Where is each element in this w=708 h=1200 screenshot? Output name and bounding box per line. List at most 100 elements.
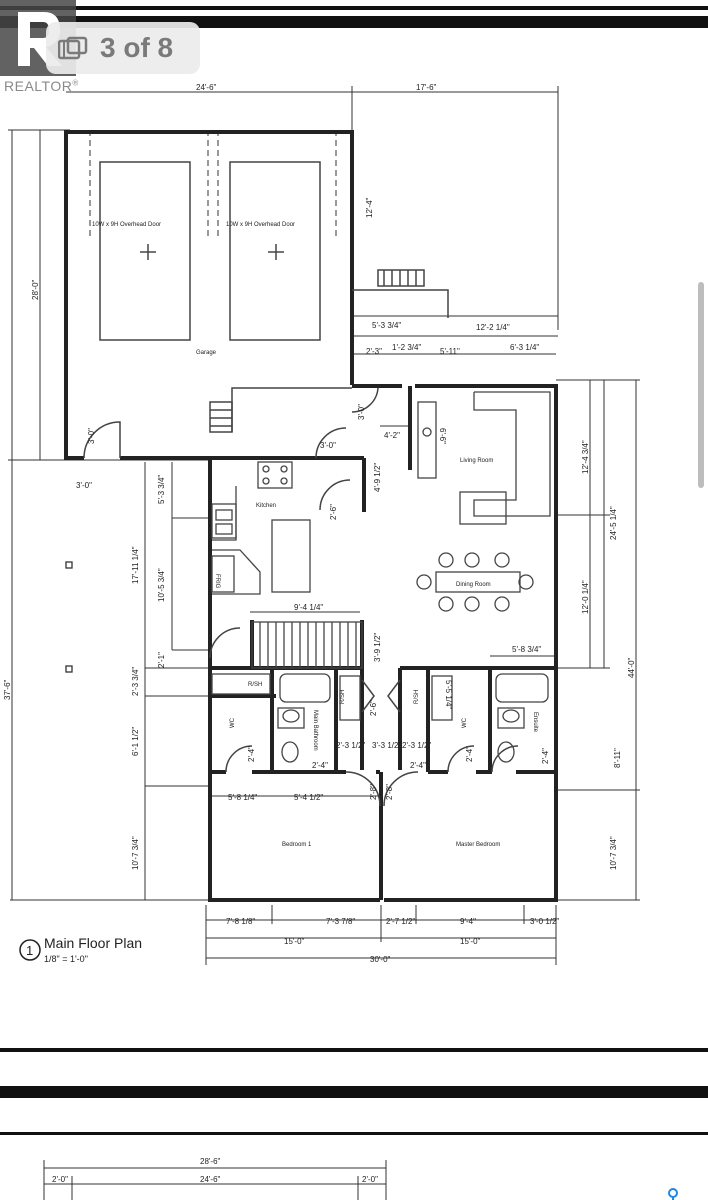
dim-label: 24'-6": [196, 83, 217, 92]
deck: [83, 269, 519, 807]
map-pin-icon[interactable]: [666, 1188, 680, 1200]
r-sh-label: R/SH: [248, 682, 262, 688]
master-bedroom-label: Master Bedroom: [456, 842, 500, 848]
dim-label: 4'-9 1/2": [373, 463, 382, 492]
dim-label: 15'-0": [284, 937, 305, 946]
realtor-brand-text: REALTOR: [4, 78, 73, 94]
dim-label: 6'-3 1/4": [510, 343, 539, 352]
dim-label: 10'-7 3/4": [131, 836, 140, 870]
garage-door-left-label: 10W x 9H Overhead Door: [92, 222, 161, 228]
dim-label: 5'-3 3/4": [157, 475, 166, 504]
plan-number: 1: [26, 943, 33, 958]
dim-label: 30'-0": [370, 955, 391, 964]
dim-label: 8'-11": [613, 748, 622, 768]
photo-gallery-icon: [58, 36, 88, 60]
dim-label: 4'-2": [384, 431, 400, 440]
r-sh-label-2: R/SH: [340, 690, 346, 704]
kitchen-label: Kitchen: [256, 503, 276, 509]
dim-label: 37'-6": [3, 679, 12, 700]
dim-label: 3'-0": [320, 441, 336, 450]
frig-label: FRIG: [214, 574, 220, 589]
garage-label: Garage: [196, 350, 217, 356]
plan-scale: 1/8" = 1'-0": [44, 954, 88, 964]
dim-label: 9'-4 1/4": [294, 603, 323, 612]
dim-label: 6'-6": [438, 428, 447, 444]
frame-bottom: [0, 1048, 708, 1052]
dim-label: 12'-4 3/4": [581, 440, 590, 474]
dim-label: 6'-1 1/2": [131, 727, 140, 756]
dim-label: 5'-8 3/4": [512, 645, 541, 654]
realtor-brand-mark: ®: [72, 78, 79, 88]
dining-room-label: Dining Room: [456, 582, 491, 588]
garage-doors: [99, 161, 321, 341]
dim-label: 2'-3 1/2": [402, 741, 431, 750]
site-marker: [65, 561, 73, 569]
dim-label: 5'-5 1/4": [444, 680, 453, 709]
page2-frame-thick: [0, 1086, 708, 1098]
dim-label: 3'-0": [87, 428, 96, 444]
dim-label: 2'-4": [541, 748, 550, 764]
dim-label: 10'-7 3/4": [609, 836, 618, 870]
page2-dim-label: 28'-6": [200, 1157, 221, 1166]
dim-label: 5'-8 1/4": [228, 793, 257, 802]
page2-dim-label: 2'-0": [362, 1175, 378, 1184]
dim-label: 2'-8": [385, 784, 394, 800]
photo-counter-text: 3 of 8: [100, 32, 174, 63]
dim-label: 15'-0": [460, 937, 481, 946]
dim-label: 5'-11": [440, 347, 460, 356]
dim-label: 17'-11 1/4": [131, 546, 140, 584]
dim-label: 7'-3 7/8": [326, 917, 355, 926]
dim-label: 12'-0 1/4": [581, 580, 590, 614]
dim-label: 3'-0": [357, 404, 366, 420]
dim-label: 3'-3 1/2": [372, 741, 401, 750]
dim-label: 2'-4": [465, 746, 474, 762]
dim-label: 10'-5 3/4": [157, 568, 166, 602]
dim-label: 2'-8": [369, 784, 378, 800]
dim-label: 2'-6": [329, 504, 338, 520]
page2-frame-thin: [0, 1132, 708, 1135]
wc-label: WC: [230, 717, 236, 728]
dim-label: 2'-4": [410, 761, 426, 770]
dim-label: 2'-3": [366, 347, 382, 356]
dim-label: 5'-4 1/2": [294, 793, 323, 802]
plan-number-circle: [19, 939, 41, 961]
page2-dim-label: 24'-6": [200, 1175, 221, 1184]
dim-label: 12'-4": [365, 197, 374, 218]
garage-door-right-label: 10W x 9H Overhead Door: [226, 222, 295, 228]
dim-label: 17'-6": [416, 83, 437, 92]
dim-label: 2'-6": [369, 700, 378, 716]
page2-dimension-lines: [43, 1160, 387, 1200]
dim-label: 1'-2 3/4": [392, 343, 421, 352]
realtor-brand: REALTOR®: [4, 78, 79, 94]
dim-label: 3'-0 1/2": [530, 917, 559, 926]
walls: [64, 130, 558, 902]
dim-label: 7'-8 1/8": [226, 917, 255, 926]
dim-label: 28'-0": [31, 279, 40, 300]
dim-label: 2'-4": [247, 746, 256, 762]
main-bathroom-label: Main Bathroom: [312, 710, 318, 751]
dim-label: 44'-0": [627, 657, 636, 678]
living-room-label: Living Room: [460, 458, 493, 464]
dim-label: 24'-5 1/4": [609, 506, 618, 540]
bedroom-1-label: Bedroom 1: [282, 842, 312, 848]
wc-label-2: WC: [462, 717, 468, 728]
site-marker: [65, 665, 73, 673]
r-sh-label-3: R/SH: [414, 690, 420, 704]
dim-label: 9'-4": [460, 917, 476, 926]
dim-label: 2'-4": [312, 761, 328, 770]
frame-top-thin: [0, 6, 708, 10]
dim-label: 12'-2 1/4": [476, 323, 510, 332]
dim-label: 3'-9 1/2": [373, 633, 382, 662]
dimension-lines: [8, 86, 640, 965]
page2-dim-label: 2'-0": [52, 1175, 68, 1184]
ensuite-label: Ensuite: [532, 712, 538, 733]
dim-label: 5'-3 3/4": [372, 321, 401, 330]
dim-label: 2'-3 3/4": [131, 667, 140, 696]
plan-title: Main Floor Plan: [44, 935, 142, 951]
photo-counter-badge[interactable]: 3 of 8: [46, 22, 200, 74]
vertical-scrollbar[interactable]: [698, 282, 704, 488]
dim-label: 3'-0": [76, 481, 92, 490]
dim-label: 2'-1": [157, 652, 166, 668]
fixtures: [211, 391, 551, 763]
